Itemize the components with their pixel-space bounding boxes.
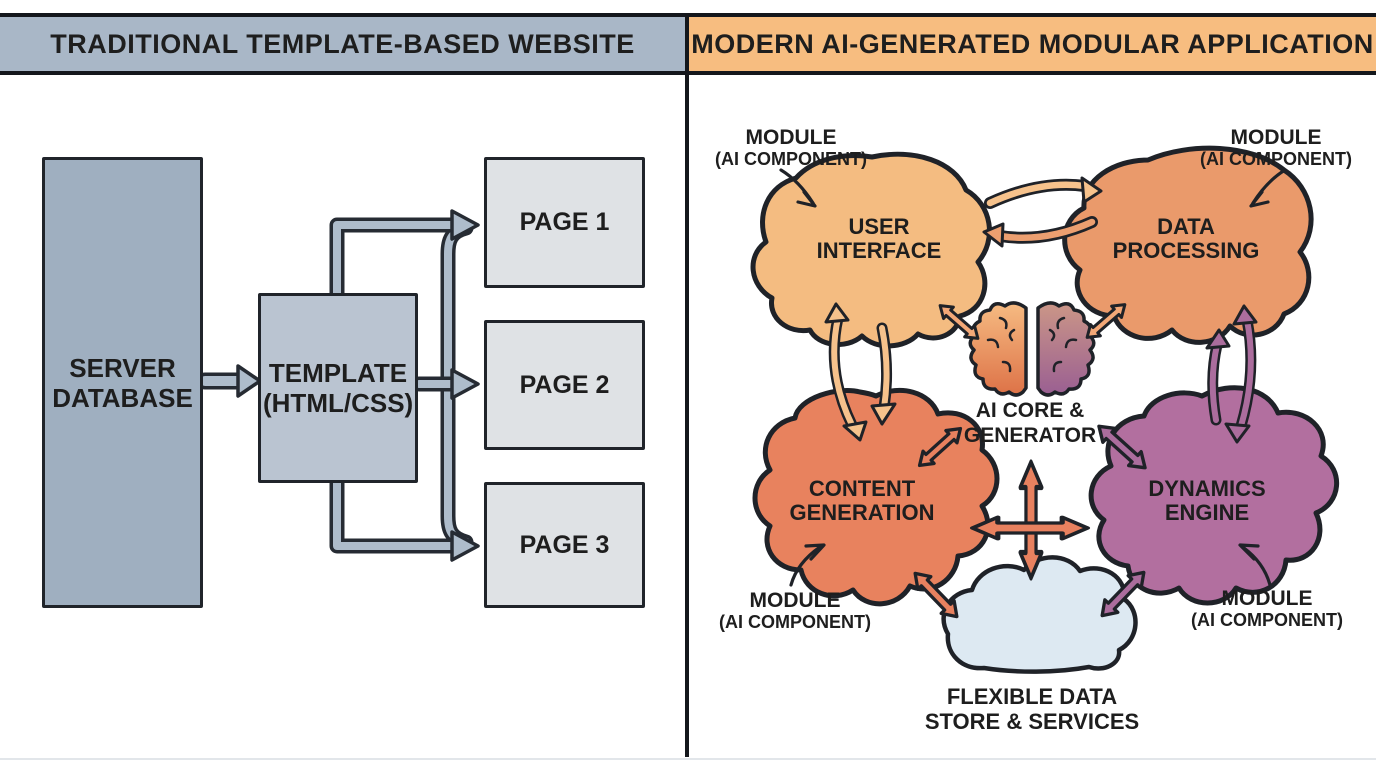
module-label-bottom-left: MODULE (AI COMPONENT) bbox=[719, 589, 871, 632]
data-processing-label: DATA PROCESSING bbox=[1112, 214, 1260, 263]
page-2-label: PAGE 2 bbox=[519, 370, 610, 399]
template-box: TEMPLATE (HTML/CSS) bbox=[258, 293, 418, 483]
dynamics-engine-label: DYNAMICS ENGINE bbox=[1148, 476, 1266, 525]
header-modern-title: MODERN AI-GENERATED MODULAR APPLICATION bbox=[691, 28, 1374, 59]
server-database-box: SERVER DATABASE bbox=[42, 157, 203, 608]
data-store-label: FLEXIBLE DATA STORE & SERVICES bbox=[924, 684, 1140, 734]
module-label-bottom-right: MODULE (AI COMPONENT) bbox=[1191, 587, 1343, 630]
module-pointer-arrows bbox=[779, 168, 1287, 587]
module-label-top-left: MODULE (AI COMPONENT) bbox=[715, 126, 867, 169]
module-label-top-right: MODULE (AI COMPONENT) bbox=[1200, 126, 1352, 169]
dynamics-engine-blob bbox=[1088, 385, 1339, 606]
page-1-label: PAGE 1 bbox=[519, 208, 610, 236]
module-flow-arrows bbox=[824, 176, 1258, 625]
page-3-label: PAGE 3 bbox=[519, 530, 610, 559]
header-traditional-title: TRADITIONAL TEMPLATE-BASED WEBSITE bbox=[50, 28, 635, 59]
content-generation-label: CONTENT GENERATION bbox=[789, 476, 935, 525]
header-traditional: TRADITIONAL TEMPLATE-BASED WEBSITE bbox=[0, 13, 685, 75]
brain-icon bbox=[968, 301, 1096, 397]
ai-core-label: AI CORE & GENERATOR bbox=[963, 399, 1097, 447]
left-flow-connectors bbox=[196, 209, 480, 562]
header-modern: MODERN AI-GENERATED MODULAR APPLICATION bbox=[689, 13, 1376, 75]
template-label: TEMPLATE (HTML/CSS) bbox=[263, 358, 414, 418]
user-interface-label: USER INTERFACE bbox=[816, 214, 942, 263]
bottom-rule bbox=[0, 758, 1376, 760]
page-1-box: PAGE 1 bbox=[484, 157, 645, 288]
page-2-box: PAGE 2 bbox=[484, 320, 645, 450]
page-3-box: PAGE 3 bbox=[484, 482, 645, 608]
server-database-label: SERVER DATABASE bbox=[52, 352, 193, 413]
panel-divider bbox=[685, 13, 689, 757]
